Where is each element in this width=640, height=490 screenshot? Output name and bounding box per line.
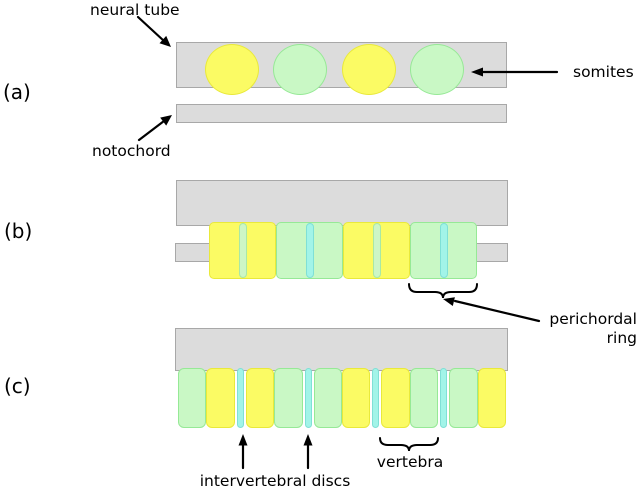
vertebra-half bbox=[409, 368, 439, 428]
intervertebral-disc bbox=[304, 368, 312, 428]
block-stripe bbox=[238, 223, 247, 278]
block-stripe bbox=[372, 223, 381, 278]
panel-c-label: (c) bbox=[4, 374, 31, 398]
somite-circle bbox=[341, 44, 396, 95]
intervertebral-disc bbox=[236, 368, 244, 428]
vertebra-half bbox=[342, 368, 371, 428]
vertebra-half bbox=[206, 368, 235, 428]
vertebra-brace bbox=[379, 437, 439, 452]
intervertebral-discs-label: intervertebral discs bbox=[199, 472, 351, 490]
notochord-arrow bbox=[137, 119, 166, 142]
block-stripe bbox=[439, 223, 448, 278]
panel-b-label: (b) bbox=[4, 219, 33, 243]
vertebra-half bbox=[313, 368, 342, 428]
neural-tube-arrowhead bbox=[159, 35, 171, 47]
sclerotome-block bbox=[209, 222, 276, 279]
neural-tube-bar-b bbox=[176, 180, 508, 226]
notochord-label: notochord bbox=[92, 142, 171, 160]
sclerotome-block bbox=[410, 222, 477, 279]
sclerotome-block bbox=[276, 222, 343, 279]
vertebra-half bbox=[245, 368, 275, 428]
vertebra-half bbox=[477, 368, 506, 428]
perichordal-arrowhead bbox=[443, 297, 455, 306]
vertebra-half bbox=[274, 368, 303, 428]
disc-arrowhead-2 bbox=[303, 434, 313, 446]
intervertebral-disc bbox=[440, 368, 448, 428]
neural-tube-label: neural tube bbox=[90, 1, 180, 19]
notochord-bar-a bbox=[176, 104, 507, 123]
intervertebral-disc bbox=[372, 368, 380, 428]
neural-tube-arrow bbox=[136, 15, 166, 43]
neural-tube-bar-c bbox=[175, 328, 508, 371]
vertebra-half bbox=[178, 368, 207, 428]
vertebra-half bbox=[381, 368, 410, 428]
perichordal-ring-label: perichordal ring bbox=[549, 310, 637, 347]
disc-arrowhead-1 bbox=[238, 434, 248, 446]
panel-a-label: (a) bbox=[3, 80, 31, 104]
somites-label: somites bbox=[573, 63, 634, 81]
somite-circle bbox=[273, 44, 328, 95]
notochord-arrowhead bbox=[160, 115, 172, 126]
perichordal-brace bbox=[408, 283, 478, 299]
somite-circle bbox=[409, 44, 464, 95]
sclerotome-block bbox=[343, 222, 410, 279]
vertebra-label: vertebra bbox=[376, 453, 444, 471]
vertebra-half bbox=[449, 368, 478, 428]
block-stripe bbox=[305, 223, 314, 278]
somite-circle bbox=[205, 44, 259, 95]
